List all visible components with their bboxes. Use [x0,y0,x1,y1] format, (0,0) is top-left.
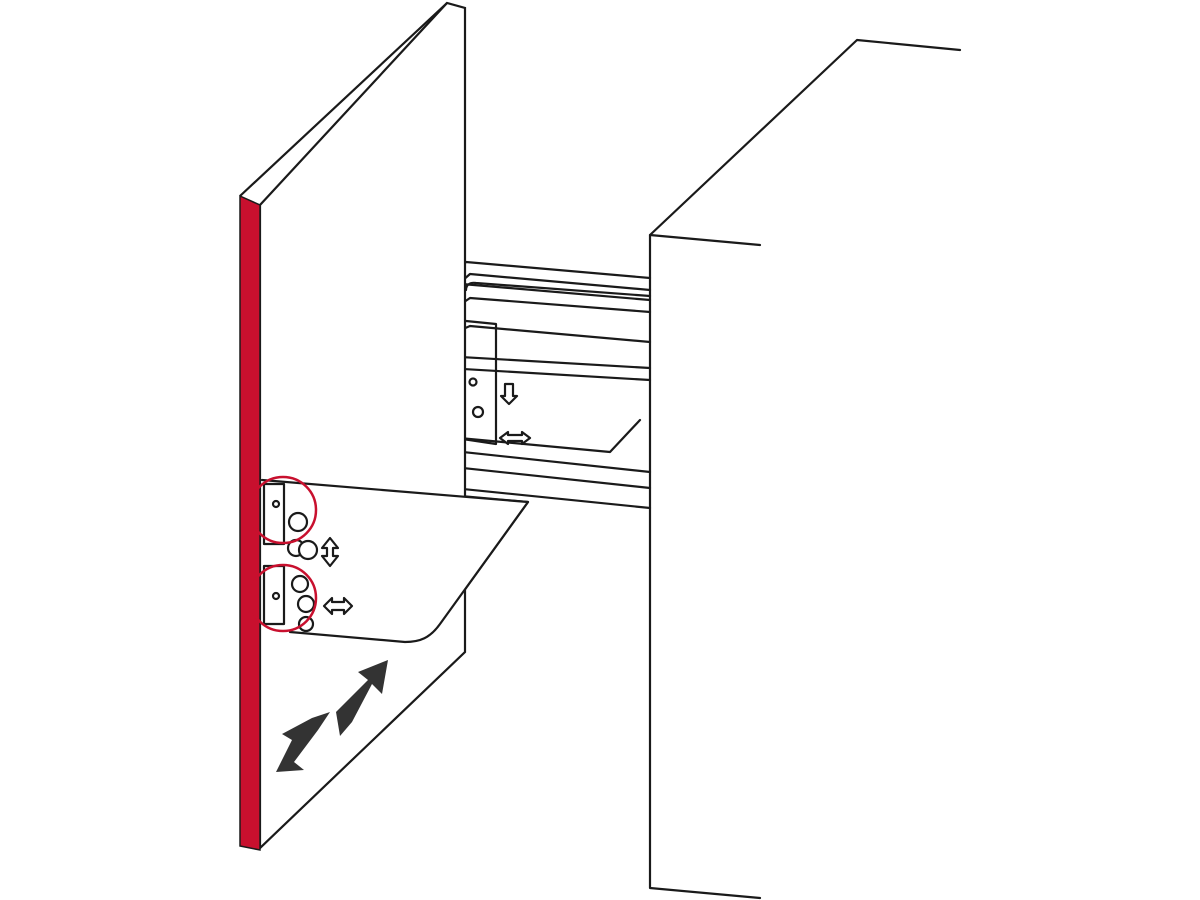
upper-screw-callout [248,475,318,545]
depth-adjust-arrow-icon [276,660,388,772]
lower-screw-callout [248,563,318,633]
cabinet-side-panel [648,38,962,900]
hanging-bracket-front [260,478,530,644]
bracket-arrows [498,382,532,446]
door-front-edge [239,194,261,851]
vertical-adjust-arrow-icon [320,536,340,568]
door-panel [239,1,467,851]
lateral-adjust-arrow-icon [322,596,354,616]
